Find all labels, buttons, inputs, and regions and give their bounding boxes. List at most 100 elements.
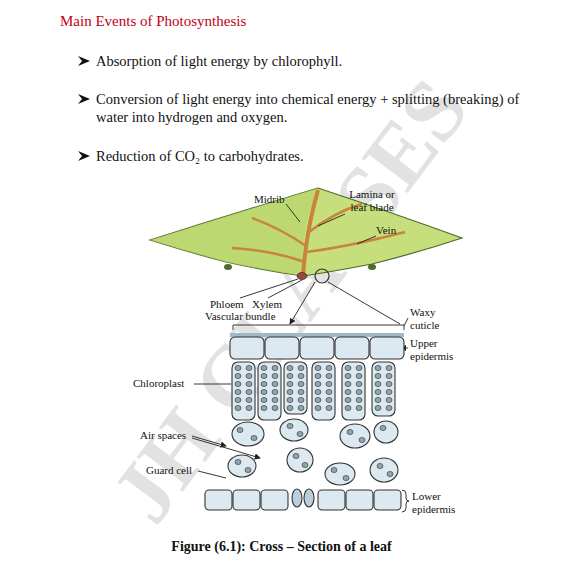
leader-lines-part <box>194 384 231 385</box>
chloroplasts-part <box>377 463 383 468</box>
bullet-arrows-part <box>78 56 90 66</box>
chloroplasts-part <box>272 405 278 410</box>
chloroplasts-part <box>345 389 351 394</box>
leaf-cross-section-part <box>370 458 398 482</box>
leaf-cross-section-part <box>292 489 302 507</box>
leaf-cross-section-part <box>228 455 256 477</box>
chloroplasts-part <box>356 405 362 410</box>
chloroplasts-part <box>287 365 293 370</box>
leaf-blade <box>150 188 462 283</box>
chloroplasts-part <box>315 373 321 378</box>
leaf-cross-section-part <box>230 333 404 337</box>
chloroplasts-part <box>261 373 267 378</box>
chloroplasts-part <box>345 365 351 370</box>
leader-lines-part <box>402 490 409 512</box>
leaf-cross-section-part <box>205 490 232 510</box>
chloroplasts-part <box>261 381 267 386</box>
part-label: Vein <box>376 224 396 237</box>
chloroplasts-part <box>315 381 321 386</box>
chloroplasts-part <box>343 475 349 480</box>
chloroplasts-part <box>298 381 304 386</box>
chloroplasts-part <box>235 381 241 386</box>
chloroplasts-part <box>302 462 308 467</box>
chloroplasts-part <box>347 429 353 434</box>
bullet-text: Absorption of light energy by chlorophyl… <box>96 52 342 70</box>
chloroplasts-part <box>245 467 251 472</box>
chloroplasts-part <box>272 365 278 370</box>
chloroplasts-part <box>287 405 293 410</box>
chloroplasts <box>235 365 393 480</box>
leaf-cross-section-part <box>318 490 345 510</box>
part-label: Xylem <box>252 298 282 311</box>
chloroplasts-part <box>375 405 381 410</box>
chloroplasts-part <box>356 365 362 370</box>
bullet-arrows <box>78 56 90 161</box>
chloroplasts-part <box>315 365 321 370</box>
chloroplasts-part <box>261 405 267 410</box>
chloroplasts-part <box>298 389 304 394</box>
leaf-blade-part <box>150 188 462 276</box>
leader-lines-part <box>233 325 404 330</box>
leaf-cross-section-part <box>284 362 307 414</box>
part-label: Chloroplast <box>133 377 184 390</box>
chloroplasts-part <box>246 397 252 402</box>
leaf-cross-section-part <box>232 362 255 420</box>
part-label: Phloem <box>210 298 244 311</box>
chloroplasts-part <box>235 373 241 378</box>
chloroplasts-part <box>375 381 381 386</box>
chloroplasts-part <box>386 365 392 370</box>
leaf-cross-section-part <box>372 362 395 416</box>
leader-lines-part <box>328 282 400 324</box>
chloroplasts-part <box>272 389 278 394</box>
chloroplasts-part <box>356 389 362 394</box>
chloroplasts-part <box>287 397 293 402</box>
chloroplasts-part <box>287 423 293 428</box>
chloroplasts-part <box>386 397 392 402</box>
leaf-cross-section-part <box>258 362 281 420</box>
part-label: Lower epidermis <box>412 490 470 515</box>
bullet-arrows-part <box>78 94 90 104</box>
chloroplasts-part <box>298 405 304 410</box>
chloroplasts-part <box>386 405 392 410</box>
leaf-blade-part <box>224 264 232 270</box>
chloroplasts-part <box>287 389 293 394</box>
chloroplasts-part <box>246 405 252 410</box>
chloroplasts-part <box>293 453 299 458</box>
chloroplasts-part <box>287 381 293 386</box>
chloroplasts-part <box>380 425 386 430</box>
leader-lines-part <box>268 280 302 298</box>
chloroplasts-part <box>251 435 257 440</box>
chloroplasts-part <box>246 381 252 386</box>
chloroplasts-part <box>298 373 304 378</box>
leaf-blade-part <box>315 269 329 283</box>
chloroplasts-part <box>235 397 241 402</box>
leader-lines-part <box>318 214 345 226</box>
chloroplasts-part <box>235 459 241 464</box>
leaf-cross-section-part <box>374 421 398 443</box>
leader-lines-part <box>192 436 226 446</box>
leaf-cross-section <box>205 333 404 510</box>
leader-lines <box>192 204 409 512</box>
chloroplasts-part <box>386 373 392 378</box>
leaf-cross-section-part <box>287 448 313 472</box>
leader-lines-part <box>286 204 300 222</box>
leaf-cross-section-part <box>312 362 335 420</box>
chloroplasts-part <box>272 373 278 378</box>
chloroplasts-part <box>345 397 351 402</box>
chloroplasts-part <box>235 405 241 410</box>
chloroplasts-part <box>345 381 351 386</box>
chloroplasts-part <box>261 397 267 402</box>
leaf-cross-section-part <box>340 424 370 448</box>
leaf-cross-section-part <box>280 419 308 441</box>
leaf-blade-part <box>252 218 306 246</box>
leaf-blade-part <box>232 248 305 262</box>
leaf-cross-section-part <box>265 337 299 359</box>
chloroplasts-part <box>315 389 321 394</box>
figure-caption: Figure (6.1): Cross – Section of a leaf <box>0 538 567 556</box>
chloroplasts-part <box>356 397 362 402</box>
leaf-blade-part <box>150 188 318 276</box>
chloroplasts-part <box>387 471 393 476</box>
leader-lines-part <box>198 471 226 478</box>
chloroplasts-part <box>326 389 332 394</box>
